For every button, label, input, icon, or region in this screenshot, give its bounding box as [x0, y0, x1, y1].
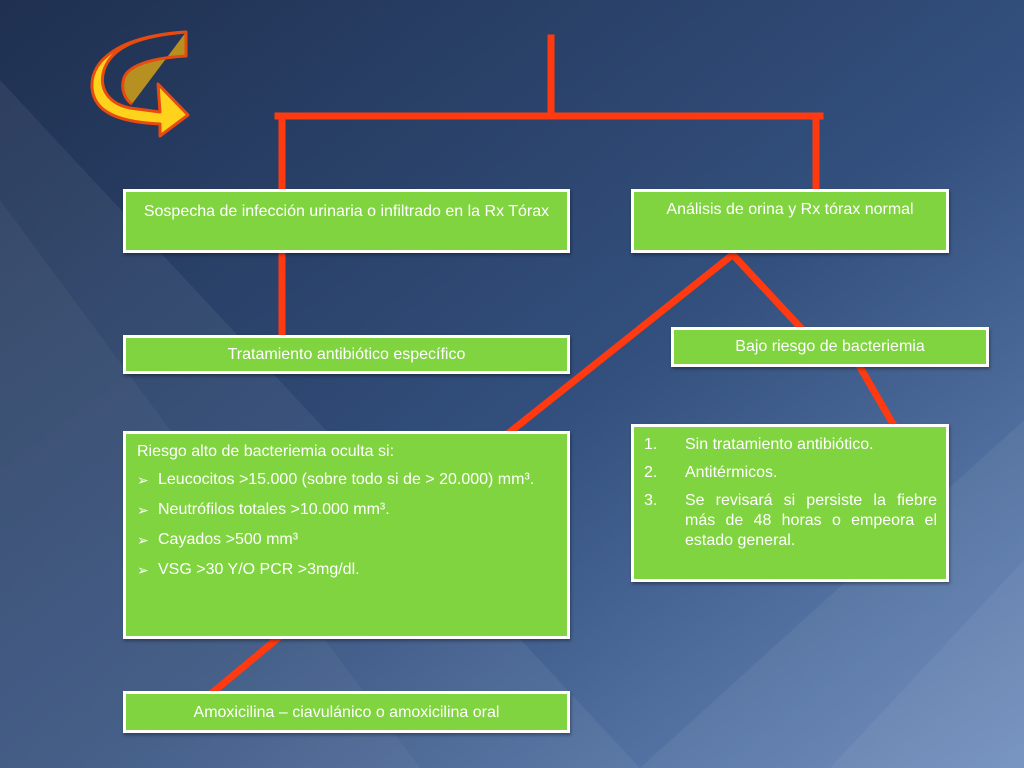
- box-sospecha-text: Sospecha de infección urinaria o infiltr…: [143, 203, 550, 220]
- accion-text: Antitérmicos.: [685, 464, 778, 481]
- box-bajo-riesgo: Bajo riesgo de bacteriemia: [671, 327, 989, 367]
- riesgo-bullet-text: Neutrófilos totales >10.000 mm³.: [158, 501, 390, 518]
- riesgo-bullet-item: ➢ Cayados >500 mm³: [137, 530, 557, 550]
- box-tratamiento-antibiotico: Tratamiento antibiótico específico: [123, 335, 570, 374]
- accion-number: 1.: [644, 436, 658, 453]
- accion-list-item: 1. Sin tratamiento antibiótico.: [644, 435, 937, 455]
- arrow-bullet-icon: ➢: [137, 472, 149, 488]
- riesgo-alto-intro: Riesgo alto de bacteriemia oculta si:: [137, 443, 395, 460]
- box-amoxicilina-text: Amoxicilina – ciavulánico o amoxicilina …: [193, 704, 500, 721]
- box-analisis-text: Análisis de orina y Rx tórax normal: [666, 201, 914, 218]
- accion-list-item: 2. Antitérmicos.: [644, 463, 937, 483]
- riesgo-bullet-text: Leucocitos >15.000 (sobre todo si de > 2…: [158, 471, 535, 488]
- riesgo-bullet-item: ➢ VSG >30 Y/O PCR >3mg/dl.: [137, 560, 557, 580]
- riesgo-bullet-text: VSG >30 Y/O PCR >3mg/dl.: [158, 561, 360, 578]
- connector-analisis-to-riesgo-alto: [500, 251, 736, 441]
- connector-riesgo-alto-to-amoxicilina: [207, 633, 283, 698]
- box-sospecha-infeccion: Sospecha de infección urinaria o infiltr…: [123, 189, 570, 253]
- riesgo-bullet-item: ➢ Leucocitos >15.000 (sobre todo si de >…: [137, 470, 557, 490]
- riesgo-bullet-item: ➢ Neutrófilos totales >10.000 mm³.: [137, 500, 557, 520]
- connector-analisis-to-bajo-riesgo: [729, 251, 805, 332]
- riesgo-bullet-text: Cayados >500 mm³: [158, 531, 299, 548]
- box-analisis-normal: Análisis de orina y Rx tórax normal: [631, 189, 949, 253]
- box-amoxicilina: Amoxicilina – ciavulánico o amoxicilina …: [123, 691, 570, 733]
- connector-bajo-riesgo-to-acciones: [855, 362, 898, 429]
- accion-text: Sin tratamiento antibiótico.: [685, 436, 874, 453]
- accion-list-item: 3. Se revisará si persiste la fiebre más…: [644, 491, 937, 551]
- accion-number: 2.: [644, 464, 658, 481]
- curved-back-arrow-icon: [90, 30, 190, 138]
- arrow-bullet-icon: ➢: [137, 502, 149, 518]
- accion-number: 3.: [644, 492, 658, 509]
- box-tratamiento-text: Tratamiento antibiótico específico: [227, 346, 466, 363]
- box-riesgo-alto: Riesgo alto de bacteriemia oculta si: ➢ …: [123, 431, 570, 639]
- arrow-bullet-icon: ➢: [137, 562, 149, 578]
- arrow-bullet-icon: ➢: [137, 532, 149, 548]
- box-bajo-riesgo-text: Bajo riesgo de bacteriemia: [735, 338, 925, 355]
- accion-text: Se revisará si persiste la fiebre más de…: [685, 492, 937, 549]
- box-acciones: 1. Sin tratamiento antibiótico. 2. Antit…: [631, 424, 949, 582]
